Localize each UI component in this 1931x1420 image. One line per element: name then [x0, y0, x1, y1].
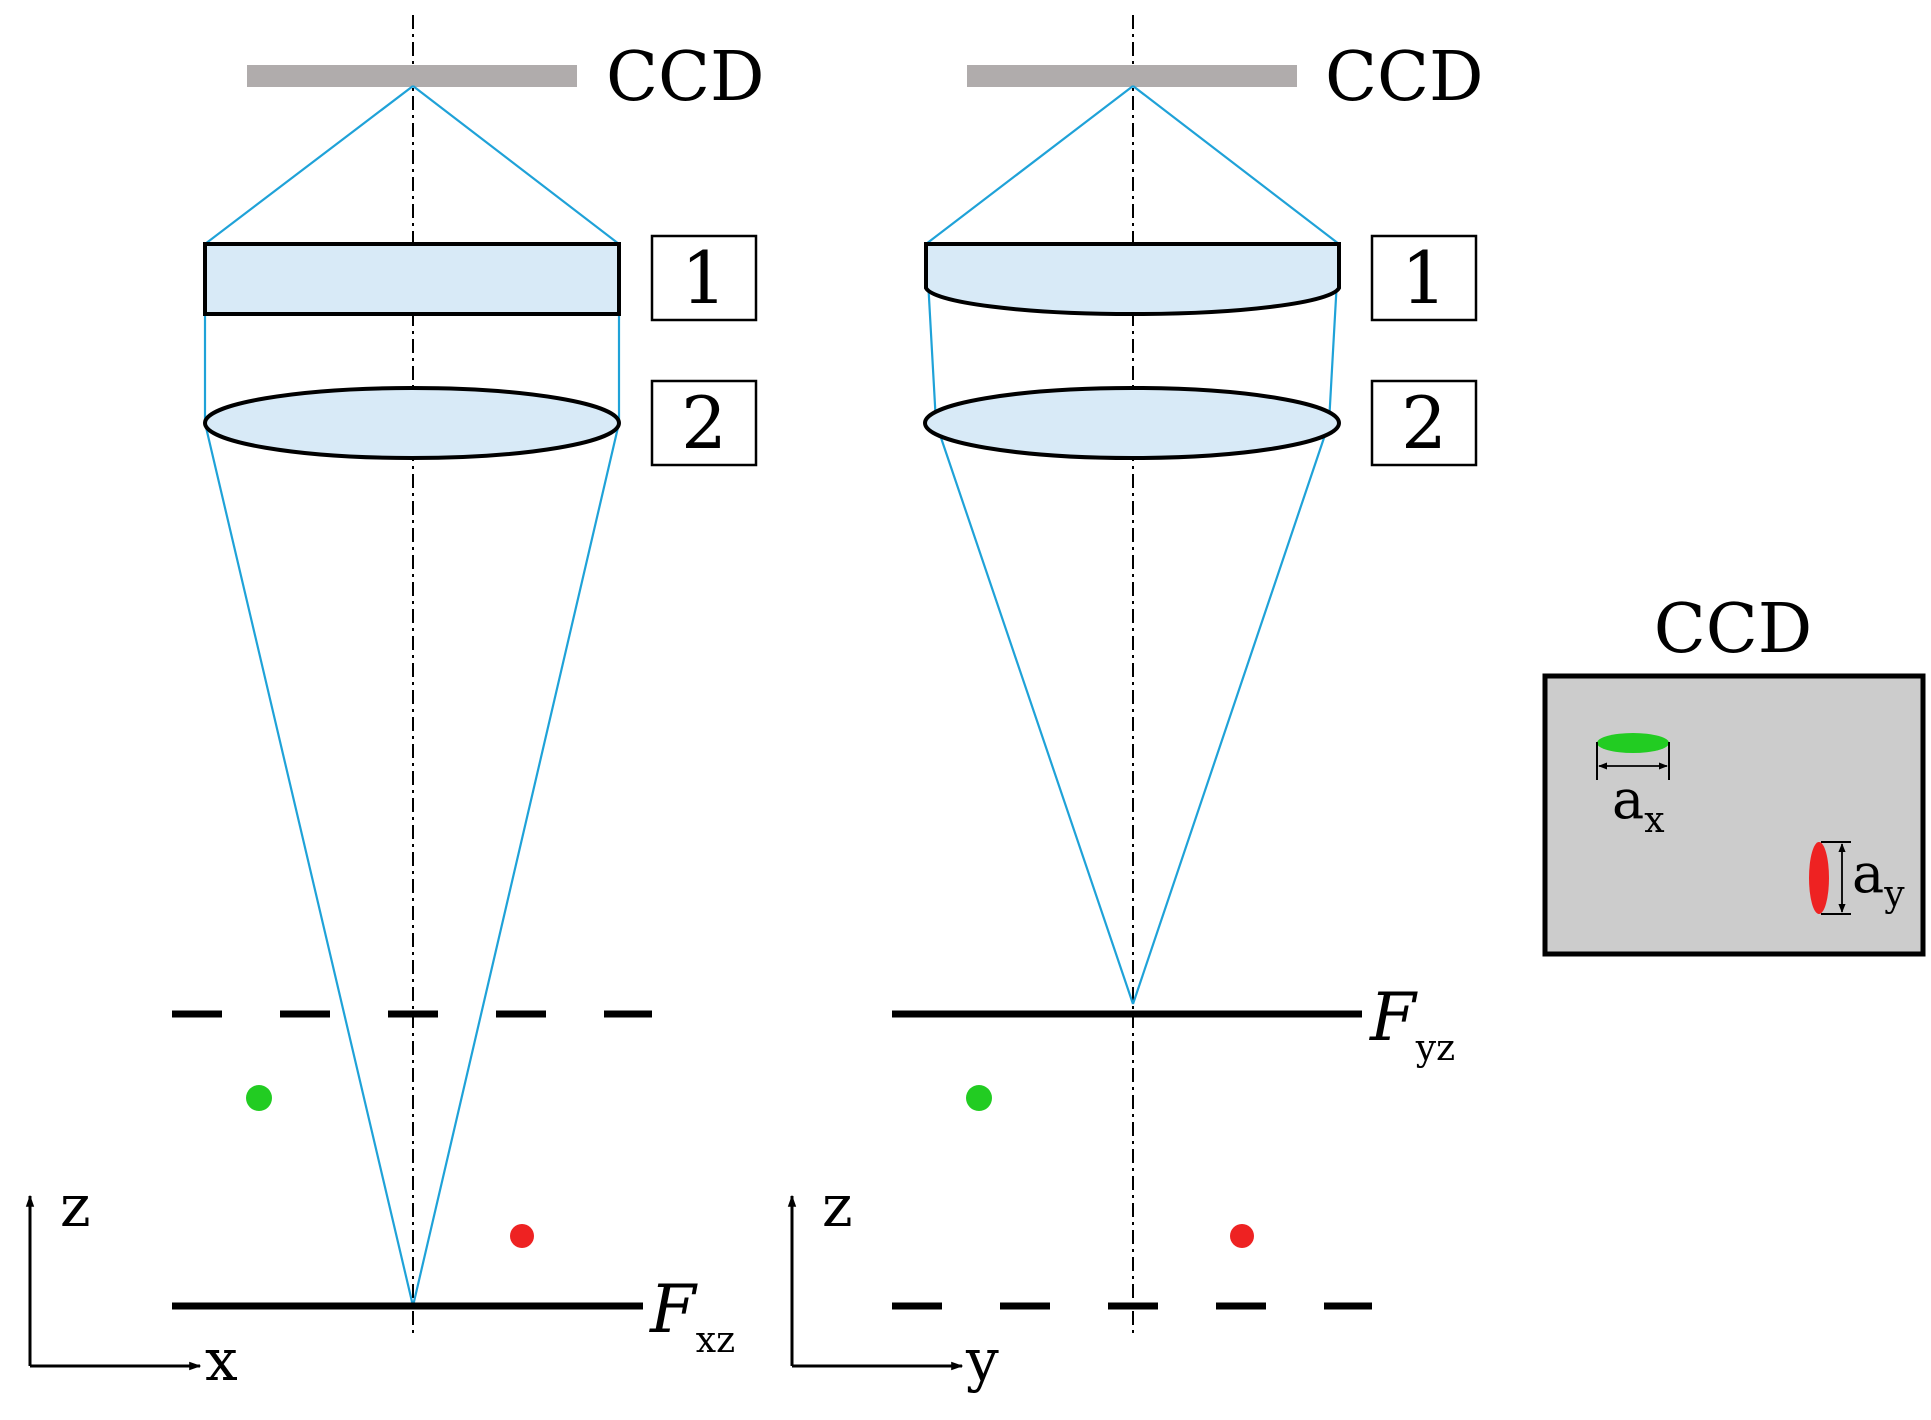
lens-1-label-box-right — [1370, 234, 1478, 322]
yz-plane-panel: CCD 1 2 Fyz z y — [787, 15, 1484, 1394]
lens-2-label-box-left — [650, 379, 758, 467]
ax-label: ax — [1612, 768, 1665, 841]
ccd-image-panel: CCD ax ay — [1542, 590, 1926, 957]
ay-label-sub: y — [1883, 874, 1905, 915]
green-point-left — [246, 1085, 272, 1111]
ray-left-outer — [203, 85, 415, 1307]
ax-label-main: a — [1612, 768, 1644, 831]
axis-triad-left: z x — [25, 1172, 238, 1394]
lens-2-label-left: 2 — [681, 381, 727, 465]
lens-1-label-right: 1 — [1401, 236, 1447, 320]
x-axis-label: x — [205, 1326, 238, 1394]
lens-1-label-left: 1 — [681, 236, 727, 320]
ray-right-outer — [411, 85, 621, 1307]
cylindrical-lens-1-left — [203, 242, 621, 316]
ray-lines-right — [924, 85, 1341, 1005]
focal-label-xz-sub: xz — [696, 1320, 735, 1361]
y-axis-label: y — [965, 1326, 999, 1394]
red-point-right — [1230, 1224, 1254, 1248]
z-axis-label-left: z — [60, 1172, 91, 1240]
red-spot-image — [1809, 842, 1829, 914]
focal-label-yz-sub: yz — [1415, 1028, 1455, 1069]
ccd-sensor — [1542, 673, 1926, 957]
focal-label-yz-main: F — [1369, 979, 1418, 1056]
ay-label: ay — [1852, 842, 1905, 915]
spherical-lens-2-right — [923, 386, 1341, 460]
focal-label-xz-main: F — [649, 1271, 698, 1348]
ray-left-inner — [924, 85, 1135, 1005]
ccd-label-left: CCD — [606, 38, 765, 117]
cylindrical-lens-1-right — [924, 242, 1341, 317]
green-spot-image — [1597, 733, 1669, 753]
green-point-right — [966, 1085, 992, 1111]
focal-label-xz: Fxz — [649, 1271, 735, 1361]
ccd-bar-right — [967, 65, 1297, 87]
focal-label-yz: Fyz — [1369, 979, 1455, 1069]
red-point-left — [510, 1224, 534, 1248]
ax-label-sub: x — [1644, 800, 1664, 841]
ccd-panel-title: CCD — [1654, 590, 1813, 669]
ccd-bar-left — [247, 65, 577, 87]
axis-triad-right: z y — [787, 1172, 999, 1394]
lens-1-label-box-left — [650, 234, 758, 322]
ray-lines-left — [203, 85, 621, 1307]
lens-2-label-box-right — [1370, 379, 1478, 467]
xz-plane-panel: CCD 1 2 Fxz z x — [25, 15, 765, 1394]
ay-label-main: a — [1852, 842, 1884, 905]
ray-right-inner — [1131, 85, 1341, 1005]
lens-2-label-right: 2 — [1401, 381, 1447, 465]
ccd-label-right: CCD — [1325, 38, 1484, 117]
spherical-lens-2-left — [203, 386, 621, 460]
z-axis-label-right: z — [822, 1172, 853, 1240]
